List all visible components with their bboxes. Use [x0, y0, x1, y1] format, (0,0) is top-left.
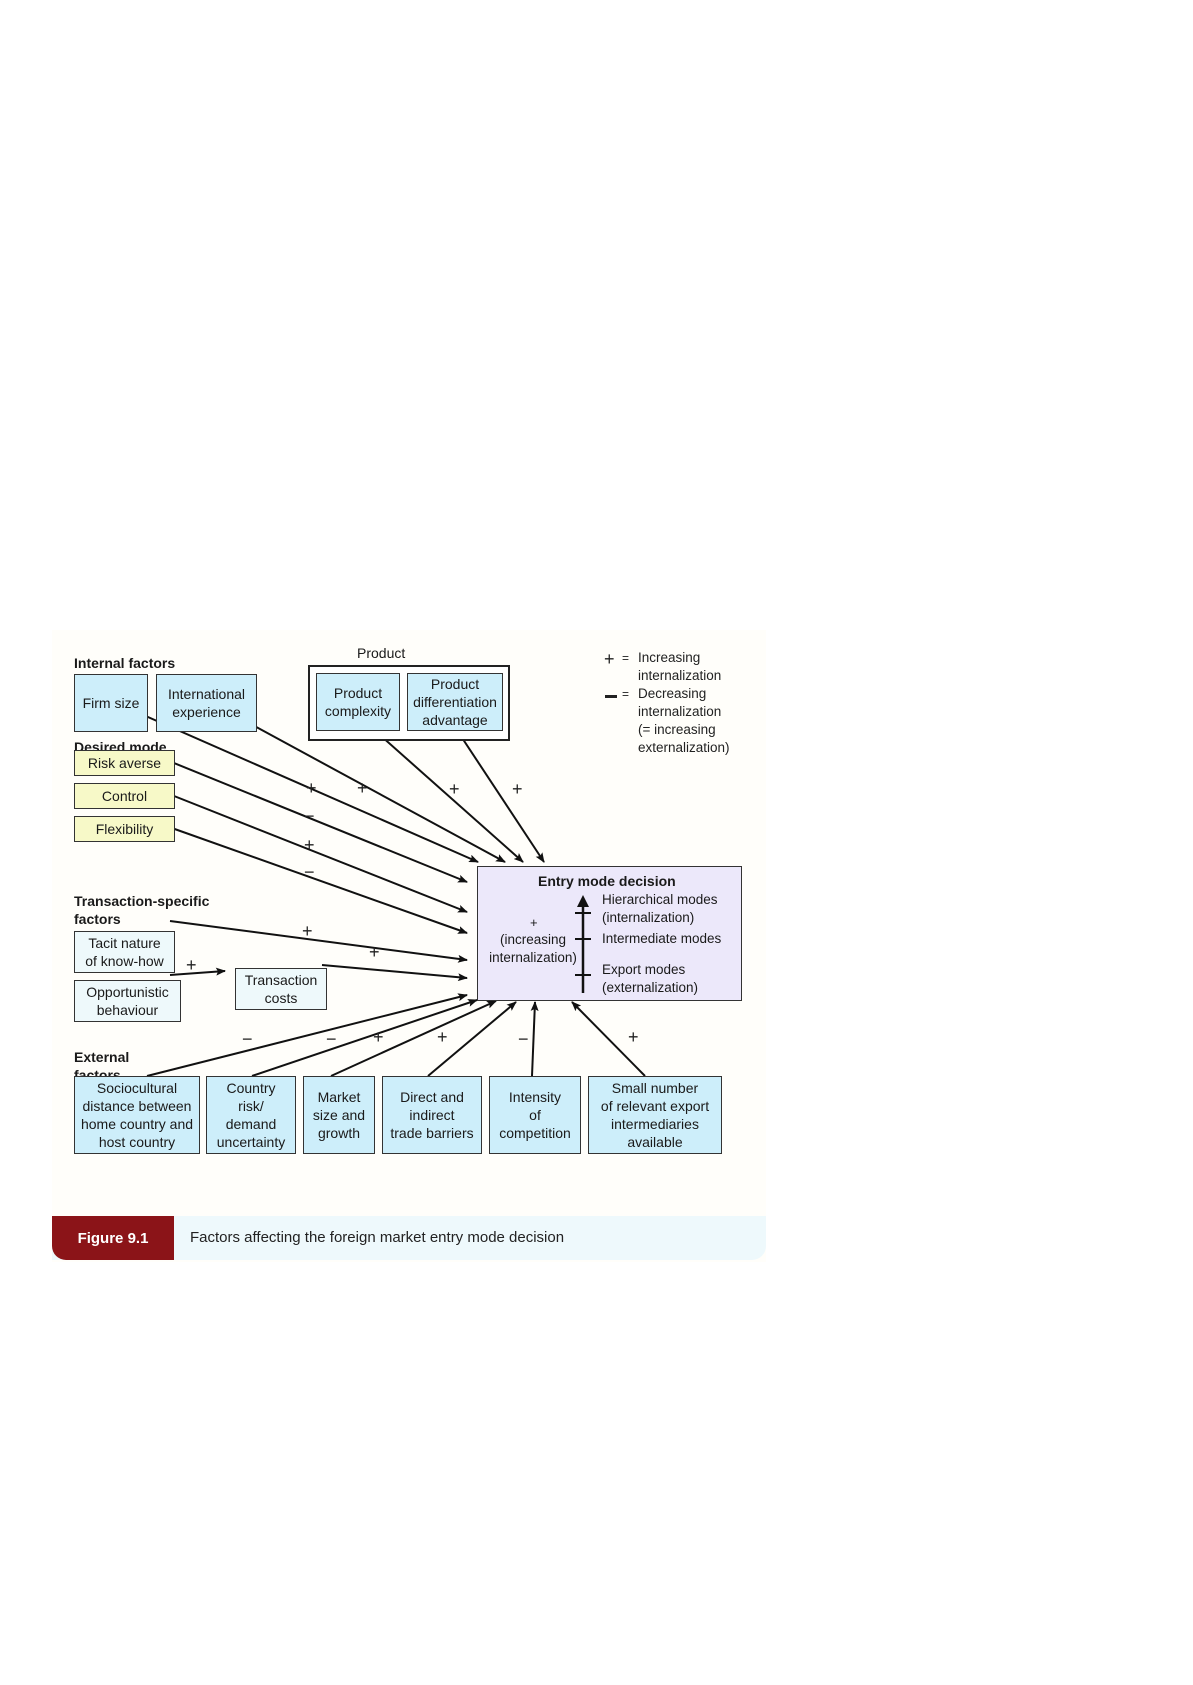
sign-control: +	[304, 835, 315, 855]
sign-market-size: +	[373, 1027, 384, 1047]
legend-plus-text: Increasing internalization	[638, 650, 722, 683]
arrow-competition	[530, 1001, 539, 1077]
legend-minus-symbol	[605, 695, 617, 698]
arrow-flexibility	[168, 826, 468, 934]
legend-minus-equals: =	[622, 687, 630, 701]
sign-opportunistic: +	[186, 955, 197, 975]
figure-caption-bar: Figure 9.1 Factors affecting the foreign…	[52, 1216, 766, 1260]
arrow-transaction-costs	[321, 964, 468, 982]
node-trade-barriers: Direct and indirect trade barriers	[382, 1076, 482, 1154]
decision-increasing-label: (increasing internalization)	[489, 932, 577, 965]
sign-intl-experience: +	[357, 778, 368, 798]
node-competition: Intensity of competition	[489, 1076, 581, 1154]
legend-plus-symbol: +	[604, 649, 615, 669]
sign-flexibility: −	[304, 862, 315, 882]
diagram-figure: Internal factors Product Desired mode ch…	[52, 630, 766, 1262]
node-opportunistic-behaviour: Opportunistic behaviour	[74, 980, 181, 1022]
node-product-complexity: Product complexity	[316, 673, 400, 731]
node-country-risk: Country risk/ demand uncertainty	[206, 1076, 296, 1154]
sign-sociocultural: −	[242, 1029, 253, 1049]
arrow-sociocultural	[146, 993, 468, 1077]
sign-product-complexity: +	[449, 779, 460, 799]
node-control: Control	[74, 783, 175, 809]
sign-risk-averse: −	[304, 806, 315, 826]
decision-title: Entry mode decision	[538, 873, 676, 889]
group-product: Product	[357, 645, 406, 661]
hierarchical-modes-label: Hierarchical modes (internalization)	[602, 892, 718, 925]
arrow-intermediaries	[571, 1001, 646, 1077]
sign-tacit: +	[302, 921, 313, 941]
intermediate-modes-label: Intermediate modes	[602, 931, 722, 946]
arrow-market-size	[330, 1000, 497, 1077]
sign-transaction-costs: +	[369, 942, 380, 962]
arrow-risk-averse	[168, 760, 468, 883]
node-firm-size: Firm size	[74, 674, 148, 732]
node-international-experience: International experience	[156, 674, 257, 732]
node-flexibility: Flexibility	[74, 816, 175, 842]
node-product-differentiation: Product differentiation advantage	[407, 673, 503, 731]
arrow-layer	[115, 702, 646, 1077]
node-sociocultural-distance: Sociocultural distance between home coun…	[74, 1076, 200, 1154]
legend-plus-equals: =	[622, 651, 630, 665]
legend-minus-text: Decreasing internalization (= increasing…	[638, 686, 730, 755]
decision-plus: +	[530, 915, 538, 930]
arrow-opportunistic	[169, 967, 226, 976]
node-tacit-know-how: Tacit nature of know-how	[74, 931, 175, 973]
arrow-tacit	[169, 920, 468, 963]
group-transaction-specific: Transaction-specific factors	[74, 893, 210, 927]
group-internal-factors: Internal factors	[74, 655, 176, 671]
sign-firm-size: +	[306, 778, 317, 798]
sign-country-risk: −	[326, 1029, 337, 1049]
sign-trade-barriers: +	[437, 1027, 448, 1047]
node-risk-averse: Risk averse	[74, 750, 175, 776]
arrow-control	[168, 793, 468, 913]
sign-intermediaries: +	[628, 1027, 639, 1047]
figure-label: Figure 9.1	[52, 1216, 174, 1260]
node-transaction-costs: Transaction costs	[235, 968, 327, 1010]
node-market-size: Market size and growth	[303, 1076, 375, 1154]
sign-product-diff: +	[512, 779, 523, 799]
export-modes-label: Export modes (externalization)	[602, 962, 699, 995]
entry-mode-decision-box: Entry mode decision + (increasing intern…	[477, 866, 742, 1001]
arrow-trade-barriers	[427, 1001, 517, 1077]
sign-competition: −	[518, 1029, 529, 1049]
mode-scale-arrow	[575, 895, 591, 993]
arrow-intl-experience	[211, 702, 506, 863]
figure-caption: Factors affecting the foreign market ent…	[190, 1229, 565, 1246]
arrow-country-risk	[251, 999, 478, 1077]
node-export-intermediaries: Small number of relevant export intermed…	[588, 1076, 722, 1154]
